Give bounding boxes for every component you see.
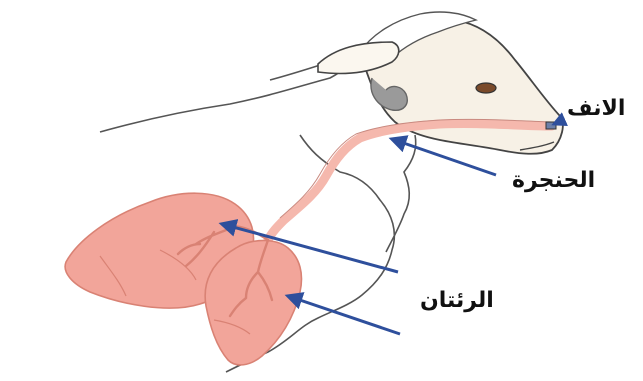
label-lungs: الرئتان — [420, 288, 494, 313]
label-larynx: الحنجرة — [512, 168, 595, 193]
label-nose: الانف — [567, 96, 625, 121]
sheep-eye — [476, 83, 496, 93]
sheep-fleece-chest — [386, 135, 416, 252]
arrow-lung-right — [288, 296, 400, 334]
